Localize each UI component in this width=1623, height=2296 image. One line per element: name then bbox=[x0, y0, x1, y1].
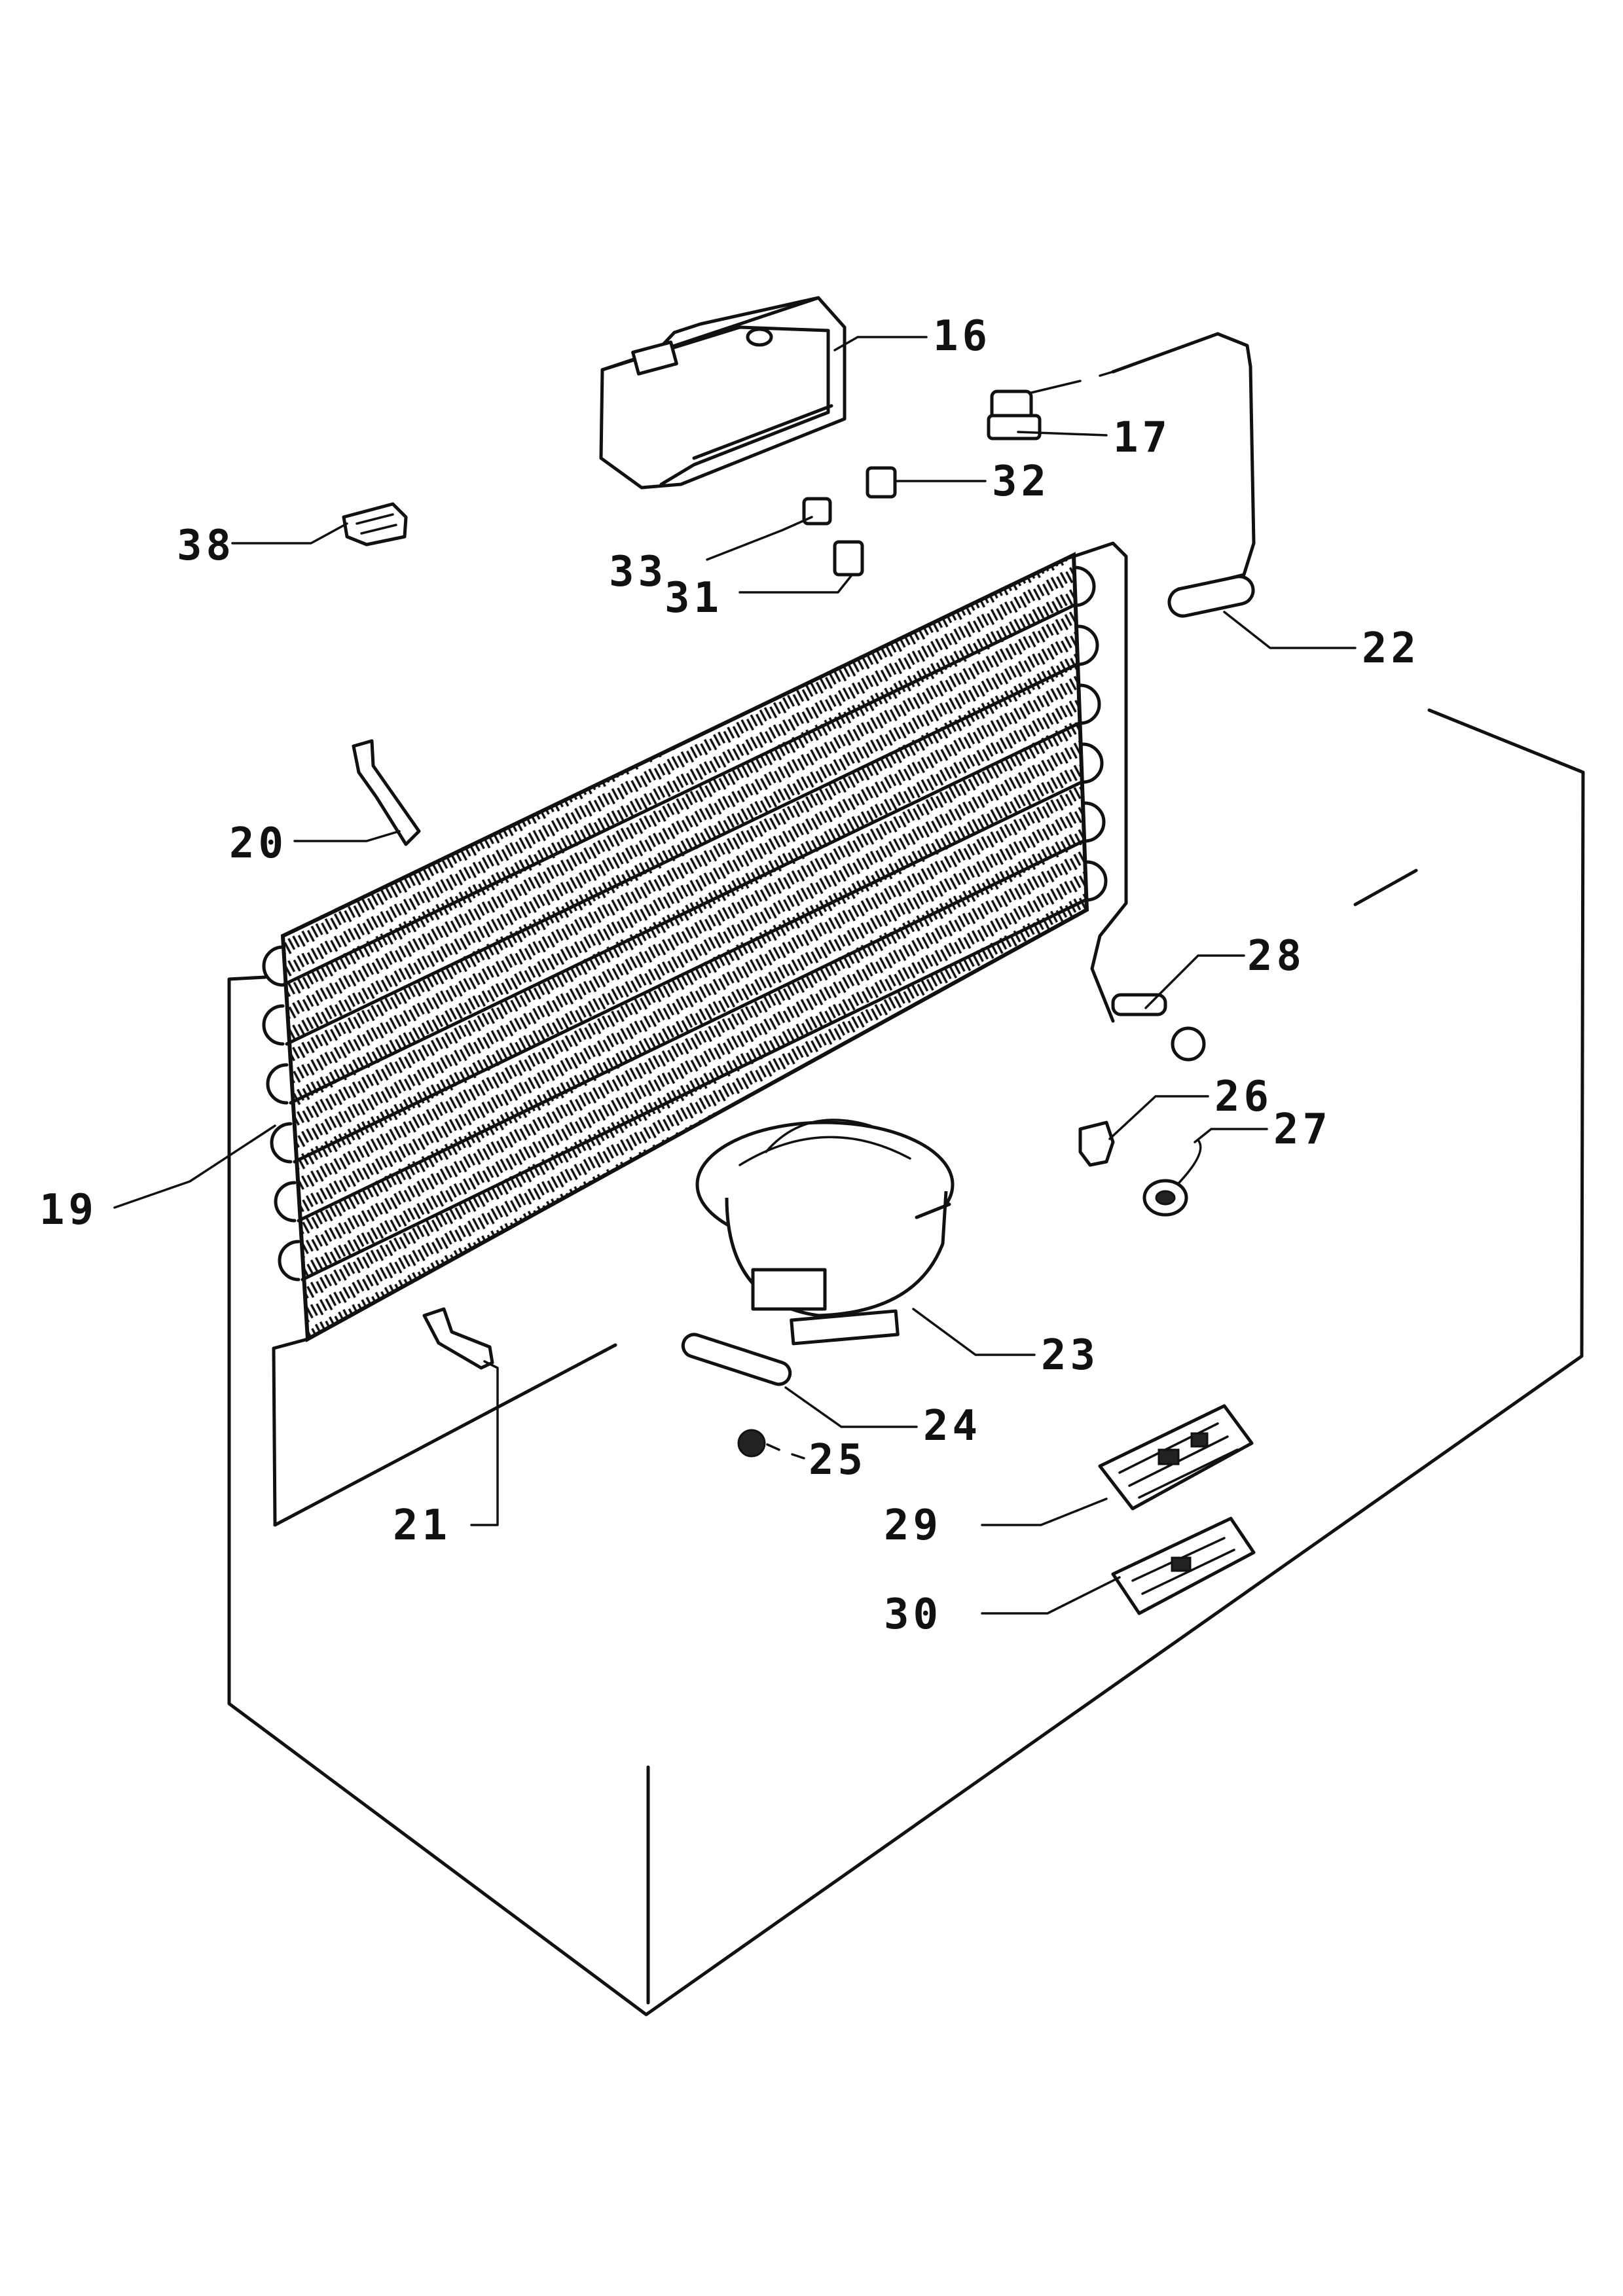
callout-38: 38 bbox=[177, 522, 235, 570]
tube-24 bbox=[681, 1333, 792, 1386]
callout-27: 27 bbox=[1273, 1105, 1332, 1154]
callout-19: 19 bbox=[39, 1186, 98, 1234]
callout-17: 17 bbox=[1113, 414, 1171, 462]
control-housing bbox=[599, 296, 847, 490]
clip-32 bbox=[866, 466, 897, 499]
plug-25 bbox=[737, 1429, 766, 1458]
compressor bbox=[695, 1119, 955, 1346]
callout-32: 32 bbox=[992, 457, 1050, 506]
small-clips bbox=[802, 466, 897, 577]
sleeve-22 bbox=[1167, 575, 1255, 618]
callout-21: 21 bbox=[393, 1501, 451, 1550]
clip-31 bbox=[833, 540, 864, 577]
cabinet-outline bbox=[227, 708, 1585, 2017]
callout-28: 28 bbox=[1247, 932, 1305, 980]
circuit-board-30 bbox=[1111, 1516, 1256, 1615]
callout-29: 29 bbox=[884, 1501, 942, 1550]
bracket-21 bbox=[422, 1307, 494, 1370]
callout-20: 20 bbox=[229, 819, 287, 868]
relay-26 bbox=[1078, 1121, 1115, 1167]
leader-lines bbox=[113, 336, 1357, 1615]
circuit-board-29 bbox=[1098, 1404, 1254, 1511]
callout-30: 30 bbox=[884, 1590, 942, 1639]
condenser-coil bbox=[262, 541, 1128, 1527]
callout-16: 16 bbox=[933, 312, 991, 361]
callout-33: 33 bbox=[609, 548, 667, 596]
callout-31: 31 bbox=[665, 574, 723, 622]
dryer-filter-28 bbox=[1111, 993, 1206, 1062]
callout-25: 25 bbox=[809, 1436, 867, 1484]
callout-23: 23 bbox=[1041, 1331, 1099, 1380]
callout-26: 26 bbox=[1214, 1073, 1273, 1121]
bracket-38 bbox=[342, 502, 408, 547]
callout-24: 24 bbox=[923, 1402, 981, 1450]
overload-27 bbox=[1142, 1139, 1202, 1217]
callout-labels: 16 17 32 33 31 38 22 20 28 26 27 19 23 2… bbox=[39, 312, 1420, 1639]
bracket-20 bbox=[352, 739, 421, 846]
callout-22: 22 bbox=[1362, 624, 1420, 673]
